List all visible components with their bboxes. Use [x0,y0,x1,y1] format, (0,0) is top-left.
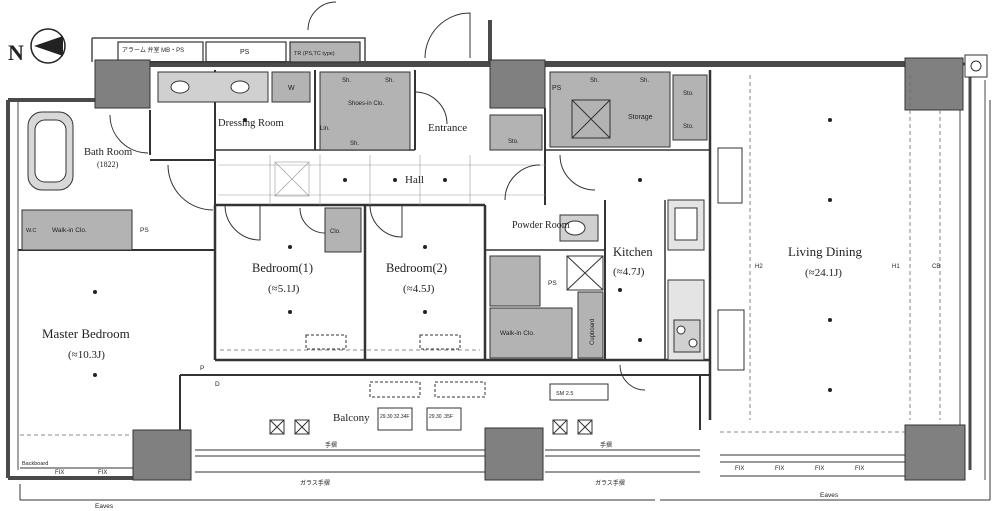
ceiling-lights [93,118,832,392]
ps-top-label: PS [240,49,250,56]
w-label: W [288,85,295,92]
cupboard-name: Cupboard [590,319,596,345]
shelf-label: Sh. [350,141,359,147]
compass: N [8,28,66,65]
master-bedroom-size: (≈10.3J) [68,349,105,361]
living-dining-size: (≈24.1J) [805,267,842,279]
ps-label: PS [548,280,557,287]
shelf-label: Sh. [590,78,599,84]
shelf-label: Sh. [385,78,394,84]
dressing-room-name: Dressing Room [218,118,284,129]
hall-floor [218,155,545,205]
storage-marker [566,99,611,291]
fix-label: FIX [775,466,784,472]
shelf-label: Sh. [640,78,649,84]
room-labels: Master Bedroom (≈10.3J) Bedroom(1) (≈5.1… [42,101,863,424]
handrail-label: 手摺 [325,441,337,449]
living-dining-name: Living Dining [788,244,863,259]
bath-room-name: Bath Room [84,147,132,158]
balcony-name: Balcony [333,412,370,424]
hall-name: Hall [405,174,424,186]
balcony-note-2: 29.30 .35F [429,414,453,420]
storage-name: Storage [628,114,653,121]
bathtub [27,111,74,191]
top-utility-strip [117,41,361,63]
sto-label: Sto. [508,139,519,145]
sm-box-label: SM 2.5 [556,391,573,397]
fix-label: FIX [98,470,107,476]
ac-units [269,334,609,435]
ps-label: PS [140,227,149,234]
ps-label: PS [552,85,562,92]
kitchen-size: (≈4.7J) [613,266,645,278]
bedroom1-size: (≈5.1J) [268,283,300,295]
bedroom1-name: Bedroom(1) [252,261,313,275]
handrail-label: 手摺 [600,441,612,449]
sto-label: Sto. [683,91,694,97]
column-corner-piece [964,54,988,78]
bath-room-size: (1822) [97,160,119,169]
cb-label: CB [932,264,940,270]
fix-label: FIX [855,466,864,472]
toilet [559,214,599,242]
master-bedroom-name: Master Bedroom [42,326,130,341]
p-label: P [200,365,204,372]
dashed-outlines [20,75,941,436]
fix-label: FIX [55,470,64,476]
eaves-right-label: Eaves [820,492,839,499]
glass-rail-label: ガラス手摺 [595,479,625,487]
bedroom2-size: (≈4.5J) [403,283,435,295]
eaves-left-label: Eaves [95,503,114,510]
wc-label: W.C [26,228,36,234]
balcony-note-1: 29.30 32.34F [380,414,409,420]
sto-label: Sto. [683,124,694,130]
linen-label: Lin. [320,126,330,132]
shoes-in-name: Shoes-in Clo. [348,101,384,107]
alarm-room-label: アラーム 弁室 MB・PS [122,46,184,54]
kitchen-name: Kitchen [613,245,653,259]
balcony-railings [19,100,991,501]
entrance-name: Entrance [428,122,467,134]
backboard-label: Backboard [22,461,48,467]
small-annotations: Sh. Sh. Sh. Sh. Sh. Sto. Sto. Sto. Clo. … [22,78,940,510]
walkin-master-name: Walk-in Clo. [52,227,87,234]
shelf-label: Sh. [342,78,351,84]
door-swings [109,1,646,391]
walkin-bed2-name: Walk-in Clo. [500,330,535,337]
h1-label: H1 [892,264,900,270]
vanity-counter [157,71,311,103]
fix-label: FIX [815,466,824,472]
north-label: N [8,40,24,65]
powder-room-name: Powder Room [512,220,570,231]
fix-label: FIX [735,466,744,472]
structural-columns [94,57,966,481]
kitchen-counters [667,147,745,371]
bedroom2-name: Bedroom(2) [386,261,447,275]
glass-rail-label: ガラス手摺 [300,479,330,487]
compass-arrow-icon [34,36,63,56]
tr-label: TR (PS,TC type) [294,51,335,57]
h2-label: H2 [755,264,763,270]
d-label: D [215,381,220,388]
closet-label: Clo. [330,229,341,235]
